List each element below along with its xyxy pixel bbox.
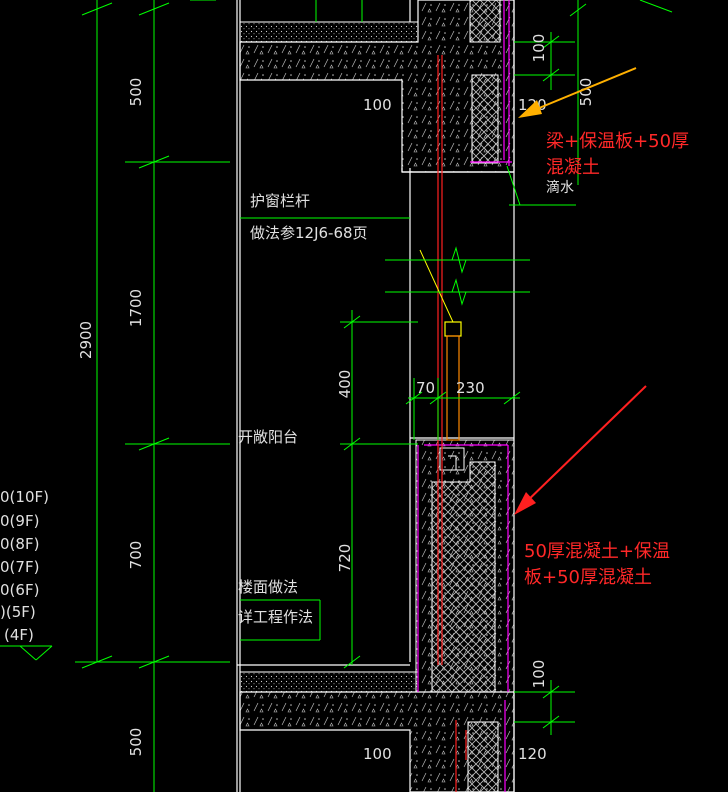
dim-100-floor-right: 100 <box>530 660 548 689</box>
floor-level-6f: 0(6F) <box>0 581 39 599</box>
bottom-beam-insulation <box>467 721 499 792</box>
annotation-arrows <box>514 67 647 515</box>
floor-level-5f: )(5F) <box>0 603 36 621</box>
dim-slab-120-bottom: 120 <box>518 745 547 763</box>
sandwich-wall-insulation <box>431 461 496 693</box>
upper-wall-insulation <box>469 0 501 43</box>
label-floor-finish: 楼面做法 <box>238 578 298 596</box>
level-marker <box>0 645 53 661</box>
dim-70: 70 <box>416 379 435 397</box>
label-floor-finish-ref: 详工程作法 <box>238 608 313 626</box>
dim-500-bottom: 500 <box>127 728 145 757</box>
floor-level-list: 0(10F) 0(9F) 0(8F) 0(7F) 0(6F) )(5F) (4F… <box>0 488 49 644</box>
rail-post-cap <box>444 321 462 337</box>
dim-400: 400 <box>336 370 354 399</box>
break-symbols <box>451 246 467 306</box>
floor-level-4f: (4F) <box>4 626 34 644</box>
top-slab-beam <box>239 0 515 173</box>
beam-note-line1: 梁+保温板+50厚 <box>546 131 689 152</box>
dim-500-top: 500 <box>127 78 145 107</box>
label-drip: 滴水 <box>546 179 574 196</box>
rail-post <box>446 335 460 441</box>
wall-note-line1: 50厚混凝土+保温 <box>524 541 670 562</box>
label-open-balcony: 开敞阳台 <box>238 428 298 446</box>
dim-700: 700 <box>127 541 145 570</box>
label-window-rail: 护窗栏杆 <box>250 192 310 210</box>
wall-top-notch <box>439 447 465 471</box>
dim-500-right: 500 <box>577 78 595 107</box>
dim-100-beam: 100 <box>530 34 548 63</box>
beam-note-line2: 混凝土 <box>546 157 600 178</box>
wall-arrow-head <box>514 492 536 515</box>
wall-note-line2: 板+50厚混凝土 <box>524 567 652 588</box>
bottom-floor-finish <box>239 671 419 693</box>
dim-2900: 2900 <box>77 321 95 359</box>
label-window-rail-ref: 做法参12J6-68页 <box>250 224 368 242</box>
floor-level-8f: 0(8F) <box>0 535 39 553</box>
floor-level-9f: 0(9F) <box>0 512 39 530</box>
dim-slab-100-top: 100 <box>363 96 392 114</box>
red-guide-lines <box>437 55 467 792</box>
dimension-lines-left <box>75 0 230 792</box>
dim-720: 720 <box>336 544 354 573</box>
top-beam-insulation <box>471 74 499 164</box>
window-guard-rail <box>419 249 462 441</box>
wall-arrow-line <box>521 385 647 507</box>
red-annotations: 梁+保温板+50厚 混凝土 50厚混凝土+保温 板+50厚混凝土 <box>524 131 689 588</box>
dimension-lines-right <box>240 0 673 735</box>
dimension-numbers: 100 500 100 400 720 70 230 100 120 100 1… <box>336 34 595 763</box>
top-floor-finish <box>239 21 419 43</box>
dim-slab-100-bottom: 100 <box>363 745 392 763</box>
beam-arrow-line <box>526 67 637 114</box>
beam-arrow-head <box>518 100 542 118</box>
dim-1700: 1700 <box>127 289 145 327</box>
floor-level-7f: 0(7F) <box>0 558 39 576</box>
dim-230: 230 <box>456 379 485 397</box>
floor-level-10f: 0(10F) <box>0 488 49 506</box>
drawing-labels: 护窗栏杆 做法参12J6-68页 滴水 开敞阳台 楼面做法 详工程作法 <box>238 179 574 626</box>
